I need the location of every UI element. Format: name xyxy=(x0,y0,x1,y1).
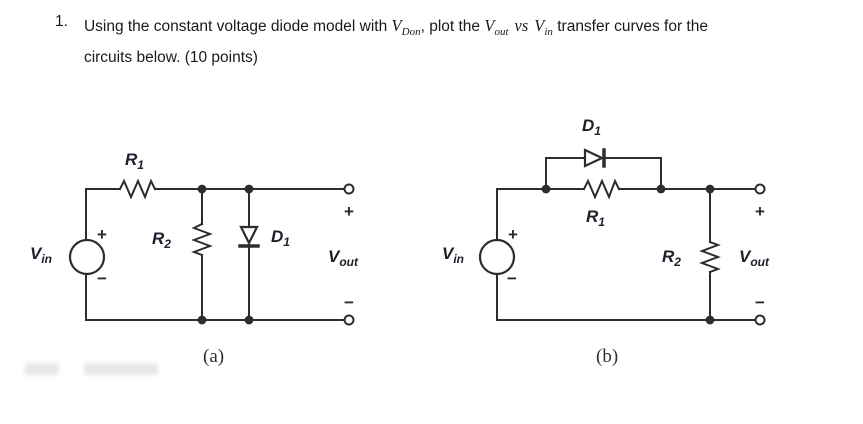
source-vin-a xyxy=(68,238,106,276)
node-dot xyxy=(197,315,207,325)
label-r1-b: R1 xyxy=(586,207,605,229)
node-dot xyxy=(244,184,254,194)
label-vout-a: Vout xyxy=(328,247,358,269)
resistor-r1-b xyxy=(582,178,621,200)
label-vout-b: Vout xyxy=(739,247,769,269)
source-minus-a: − xyxy=(97,269,107,288)
node-dot xyxy=(705,184,715,194)
wire-d1-branch-b xyxy=(545,157,662,190)
wire-a xyxy=(85,188,345,321)
node-dot xyxy=(244,315,254,325)
problem-statement: 1. Using the constant voltage diode mode… xyxy=(55,13,708,71)
output-terminal xyxy=(754,183,766,195)
output-terminal xyxy=(343,314,355,326)
problem-text: Using the constant voltage diode model w… xyxy=(84,13,708,71)
source-minus-b: − xyxy=(507,269,517,288)
resistor-r1-a xyxy=(118,178,157,200)
circuit-b-diagram xyxy=(478,148,766,326)
watermark-smudge xyxy=(84,363,158,375)
source-plus-b: + xyxy=(508,225,518,244)
caption-b: (b) xyxy=(596,346,619,367)
problem-line-1: Using the constant voltage diode model w… xyxy=(83,16,708,38)
wire-b xyxy=(496,188,756,321)
output-minus-b: − xyxy=(755,293,765,312)
resistor-r2-b xyxy=(699,240,721,274)
node-dot xyxy=(656,184,666,194)
output-terminal xyxy=(754,314,766,326)
label-r1-a: R1 xyxy=(125,150,144,172)
caption-a: (a) xyxy=(203,346,225,367)
problem-line-2: circuits below. (10 points) xyxy=(83,49,258,66)
label-vin-b: Vin xyxy=(442,244,465,266)
node-dot xyxy=(705,315,715,325)
label-d1-b: D1 xyxy=(582,116,601,138)
node-dot xyxy=(197,184,207,194)
circuit-a-diagram xyxy=(68,178,355,326)
output-plus-b: + xyxy=(755,202,765,221)
label-vin-a: Vin xyxy=(30,244,53,266)
node-dot xyxy=(541,184,551,194)
source-vin-b xyxy=(478,238,516,276)
label-d1-a: D1 xyxy=(271,227,290,249)
diode-d1-b xyxy=(583,148,605,168)
source-plus-a: + xyxy=(97,225,107,244)
label-r2-b: R2 xyxy=(662,247,681,269)
output-minus-a: − xyxy=(344,293,354,312)
watermark-smudge xyxy=(25,363,59,375)
output-terminal xyxy=(343,183,355,195)
label-r2-a: R2 xyxy=(152,229,171,251)
problem-number: 1. xyxy=(55,13,68,30)
diode-d1-a xyxy=(239,225,259,246)
output-plus-a: + xyxy=(344,202,354,221)
resistor-r2-a xyxy=(191,222,213,257)
